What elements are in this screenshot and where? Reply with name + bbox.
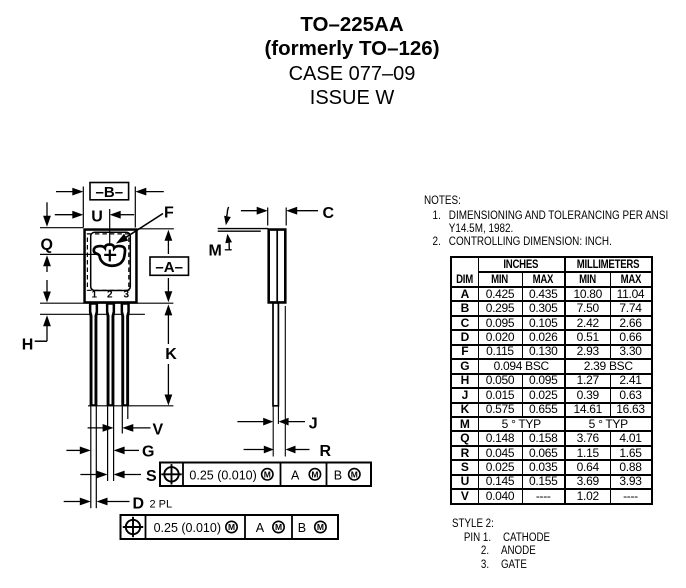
svg-text:2: 2 bbox=[107, 290, 113, 301]
svg-text:A: A bbox=[256, 521, 265, 535]
svg-text:1: 1 bbox=[92, 290, 98, 301]
svg-text:S: S bbox=[146, 468, 157, 485]
svg-text:G: G bbox=[142, 444, 154, 461]
svg-text:–A–: –A– bbox=[155, 259, 183, 276]
svg-text:D: D bbox=[133, 496, 145, 513]
svg-text:F: F bbox=[164, 205, 174, 222]
svg-text:U: U bbox=[91, 208, 103, 225]
svg-text:C: C bbox=[323, 205, 335, 222]
svg-text:K: K bbox=[165, 346, 177, 363]
svg-text:M: M bbox=[351, 470, 358, 480]
svg-text:0.25 (0.010): 0.25 (0.010) bbox=[154, 521, 221, 535]
svg-text:–B–: –B– bbox=[96, 184, 124, 201]
svg-text:3: 3 bbox=[124, 290, 130, 301]
svg-text:Q: Q bbox=[41, 237, 53, 254]
svg-text:H: H bbox=[22, 336, 34, 353]
svg-text:J: J bbox=[309, 415, 318, 432]
svg-text:B: B bbox=[334, 468, 342, 482]
svg-text:R: R bbox=[320, 443, 332, 460]
svg-text:M: M bbox=[228, 522, 235, 532]
svg-text:A: A bbox=[291, 468, 300, 482]
svg-text:M: M bbox=[209, 243, 222, 260]
svg-text:M: M bbox=[317, 522, 324, 532]
svg-text:V: V bbox=[153, 422, 164, 439]
svg-text:M: M bbox=[264, 470, 271, 480]
svg-text:2 PL: 2 PL bbox=[150, 499, 173, 511]
svg-text:B: B bbox=[298, 521, 306, 535]
svg-text:M: M bbox=[275, 522, 282, 532]
svg-text:0.25 (0.010): 0.25 (0.010) bbox=[189, 468, 256, 482]
svg-text:M: M bbox=[311, 470, 318, 480]
